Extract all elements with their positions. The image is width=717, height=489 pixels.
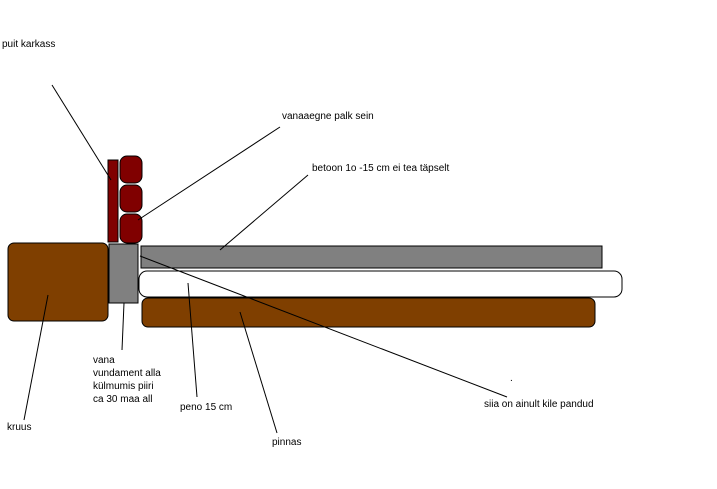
old-foundation [108,243,139,304]
leader-line-puit-karkass [51,84,112,181]
label-kruus: kruus [7,422,32,433]
leader-line-betoon [219,174,309,251]
leader-line-pinnas [239,311,278,434]
wooden-frame-post [107,159,119,243]
label-siia: siia on ainult kile pandud [484,399,594,410]
label-puit-karkass: puit karkass [2,39,56,50]
label-vana-vundament: vana vundament alla külmumis piiri ca 30… [93,355,161,405]
concrete-slab [140,245,603,269]
log-1 [119,155,143,184]
leader-line-kruus [23,294,49,421]
leader-line-vundament [121,302,125,351]
label-dot: . [510,373,513,384]
leader-line-peno [187,282,198,398]
leader-line-palk-sein [137,126,281,221]
soil-layer [141,297,596,328]
label-pinnas: pinnas [272,437,302,448]
label-vanaaegne-palk-sein: vanaaegne palk sein [282,111,374,122]
log-2 [119,184,143,213]
leader-line-siia [139,255,508,398]
label-betoon: betoon 1o -15 cm ei tea täpselt [312,163,450,174]
label-peno: peno 15 cm [180,402,233,413]
gravel-block [7,242,109,322]
log-3 [119,213,143,244]
insulation-layer [138,270,623,298]
